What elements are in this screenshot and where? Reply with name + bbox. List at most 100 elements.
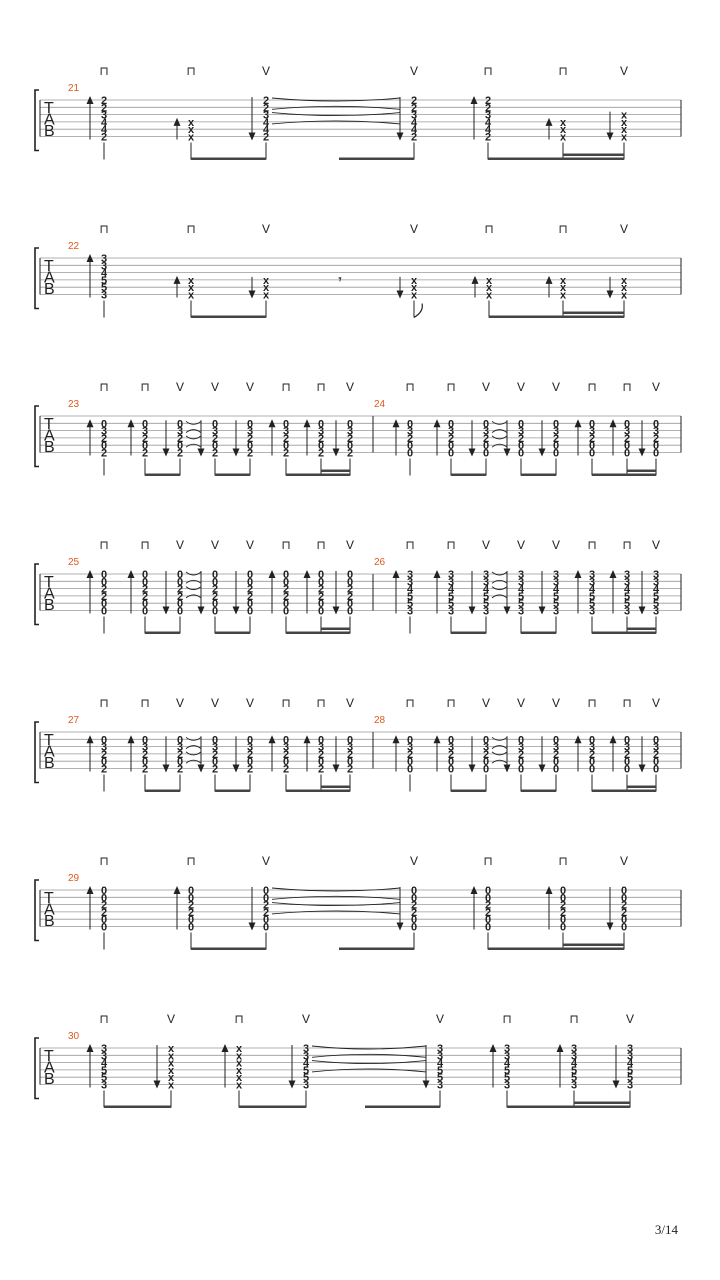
muted-note: x <box>236 1050 243 1062</box>
fret-number: 0 <box>483 764 489 776</box>
fret-number: 0 <box>483 418 489 430</box>
fret-number: 3 <box>553 606 559 618</box>
fret-number: 0 <box>318 734 324 746</box>
fret-number: 0 <box>448 764 454 776</box>
strum-down-arrowhead <box>232 606 240 615</box>
tie-curve <box>185 594 202 599</box>
muted-note: x <box>188 290 195 302</box>
fret-number: 0 <box>485 922 491 934</box>
fret-number: 2 <box>485 900 491 912</box>
fret-number: 2 <box>411 132 417 144</box>
up-stroke-mark: V <box>176 538 184 552</box>
fret-number: 3 <box>303 1050 309 1062</box>
tab-clef-letter: T <box>44 100 54 117</box>
tab-clef-letter: B <box>44 913 55 930</box>
fret-number: 2 <box>407 433 413 445</box>
down-stroke-mark: ⊓ <box>186 222 195 236</box>
up-stroke-mark: V <box>346 696 354 710</box>
beam <box>145 631 180 634</box>
fret-number: 2 <box>483 749 489 761</box>
fret-number: 0 <box>407 756 413 768</box>
muted-note: x <box>168 1058 175 1070</box>
strum-down-arrowhead <box>503 606 511 615</box>
fret-number: 2 <box>101 433 107 445</box>
fret-number: 2 <box>483 433 489 445</box>
strum-down-arrowhead <box>606 132 614 141</box>
muted-note: x <box>236 1058 243 1070</box>
fret-number: 0 <box>283 418 289 430</box>
fret-number: 3 <box>411 110 417 122</box>
fret-number: 5 <box>101 282 107 294</box>
fret-number: 0 <box>263 914 269 926</box>
fret-number: 3 <box>553 576 559 588</box>
up-stroke-mark: V <box>620 64 628 78</box>
fret-number: 0 <box>407 448 413 460</box>
fret-number: 3 <box>589 742 595 754</box>
strum-down-arrowhead <box>162 764 170 773</box>
fret-number: 2 <box>347 584 353 596</box>
fret-number: 2 <box>624 433 630 445</box>
fret-number: 0 <box>553 448 559 460</box>
fret-number: 2 <box>318 584 324 596</box>
up-stroke-mark: V <box>176 380 184 394</box>
muted-note: x <box>621 110 628 122</box>
fret-number: 0 <box>101 569 107 581</box>
fret-number: 3 <box>653 742 659 754</box>
fret-number: 2 <box>247 764 253 776</box>
fret-number: 2 <box>347 591 353 603</box>
fret-number: 3 <box>589 606 595 618</box>
fret-number: 5 <box>627 1072 633 1084</box>
down-stroke-mark: ⊓ <box>186 854 195 868</box>
strum-up-arrowhead <box>268 419 276 428</box>
fret-number: 0 <box>212 606 218 618</box>
fret-number: 0 <box>560 914 566 926</box>
fret-number: 2 <box>212 448 218 460</box>
muted-note: x <box>560 124 567 136</box>
strum-up-arrowhead <box>127 419 135 428</box>
tab-clef-letter: T <box>44 258 54 275</box>
fret-number: 2 <box>142 584 148 596</box>
fret-number: 5 <box>504 1072 510 1084</box>
system-bracket <box>34 563 39 626</box>
fret-number: 3 <box>627 1050 633 1062</box>
strum-down-arrowhead <box>288 1080 296 1089</box>
tie-curve <box>185 759 202 764</box>
tie-curve <box>491 594 508 599</box>
fret-number: 3 <box>518 606 524 618</box>
note-flag <box>413 303 423 319</box>
up-stroke-mark: V <box>620 222 628 236</box>
tie-curve <box>185 420 202 425</box>
fret-number: 0 <box>318 598 324 610</box>
fret-number: 0 <box>283 598 289 610</box>
fret-number: 0 <box>318 756 324 768</box>
staff-system: TAB21⊓223442⊓xxxV223442V223442⊓223442⊓xx… <box>34 64 682 160</box>
strum-down-arrowhead <box>468 606 476 615</box>
up-stroke-mark: V <box>652 538 660 552</box>
strum-up-arrowhead <box>86 419 94 428</box>
fret-number: 4 <box>518 584 525 596</box>
tie-curve <box>311 1053 427 1058</box>
fret-number: 0 <box>411 914 417 926</box>
fret-number: 0 <box>263 885 269 897</box>
fret-number: 2 <box>263 900 269 912</box>
tie-curve <box>185 571 202 576</box>
muted-note: x <box>188 132 195 144</box>
fret-number: 3 <box>653 426 659 438</box>
fret-number: 2 <box>177 584 183 596</box>
fret-number: 3 <box>448 426 454 438</box>
fret-number: 0 <box>347 440 353 452</box>
strum-down-arrowhead <box>332 764 340 773</box>
fret-number: 5 <box>303 1072 309 1084</box>
